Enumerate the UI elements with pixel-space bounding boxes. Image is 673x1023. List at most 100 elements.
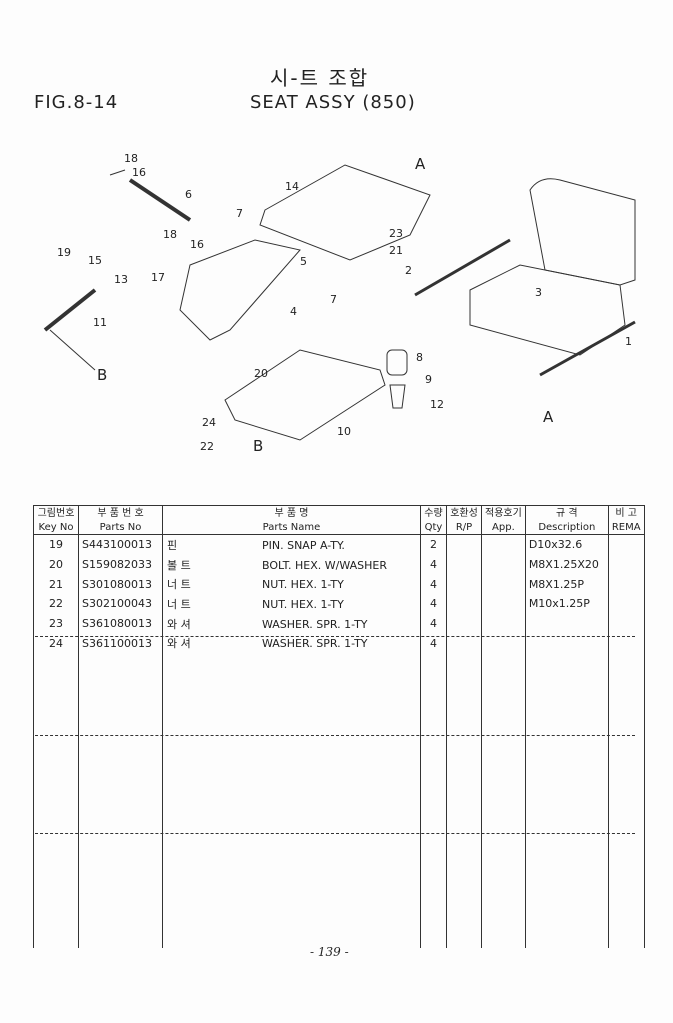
- figure-number: FIG.8-14: [34, 92, 119, 113]
- header-rema-kr: 비 고: [607, 505, 645, 520]
- header-app-kr: 적용호기: [481, 505, 526, 520]
- cell-name: [162, 672, 421, 693]
- seat-back: [529, 178, 636, 286]
- callout-A-right: A: [543, 408, 554, 426]
- cell-part_no: S159082033: [78, 554, 163, 575]
- cell-blank: [607, 731, 645, 752]
- cell-desc: [524, 790, 609, 811]
- divider: [35, 636, 635, 637]
- empty-row: [33, 790, 645, 811]
- empty-row: [33, 909, 645, 929]
- divider: [35, 833, 635, 834]
- cell-blank: [607, 594, 645, 614]
- cell-qty: 4: [420, 574, 447, 595]
- cell-desc: [524, 613, 609, 634]
- cell-qty: 4: [420, 594, 447, 614]
- cell-name: 와 셔 WASHER. SPR. 1-TY: [162, 613, 421, 634]
- title-english: SEAT ASSY (850): [250, 92, 416, 113]
- header-name: Parts Name: [162, 520, 421, 535]
- cell-qty: [420, 869, 447, 890]
- callout-19: 19: [57, 246, 71, 259]
- cell-desc: [524, 692, 609, 713]
- cell-blank: [481, 909, 526, 929]
- cell-qty: 4: [420, 554, 447, 575]
- header-partno: Parts No: [78, 520, 163, 535]
- cell-desc: [524, 731, 609, 752]
- cell-desc: [524, 909, 609, 929]
- cell-blank: [446, 672, 482, 693]
- rod-6: [128, 178, 192, 222]
- cell-qty: [420, 909, 447, 929]
- cell-desc: [524, 653, 609, 673]
- cell-name: [162, 909, 421, 929]
- header-name-kr: 부 품 명: [162, 505, 421, 520]
- cell-part_no: [78, 869, 163, 890]
- empty-row: [33, 928, 645, 949]
- exploded-diagram: [43, 164, 636, 441]
- cell-name: [162, 653, 421, 673]
- cell-qty: [420, 771, 447, 791]
- cell-desc: [524, 810, 609, 831]
- name-en: WASHER. SPR. 1-TY: [262, 617, 368, 631]
- header-rema: REMA: [607, 520, 645, 535]
- cell-blank: [446, 613, 482, 634]
- cell-blank: [481, 790, 526, 811]
- cell-blank: [607, 810, 645, 831]
- header-app: App.: [481, 520, 526, 535]
- callout-21: 21: [389, 244, 403, 257]
- cell-desc: M8X1.25X20: [524, 554, 609, 575]
- callout-B-left: B: [97, 366, 108, 384]
- cell-part_no: [78, 653, 163, 673]
- cell-qty: [420, 928, 447, 949]
- cell-blank: [481, 574, 526, 595]
- cell-qty: [420, 751, 447, 772]
- callout-11: 11: [93, 316, 107, 329]
- cell-blank: [607, 889, 645, 910]
- cell-blank: [446, 810, 482, 831]
- name-kr: 와 셔: [167, 617, 191, 631]
- cell-qty: [420, 850, 447, 870]
- cell-desc: [524, 850, 609, 870]
- cell-blank: [446, 850, 482, 870]
- callout-8: 8: [416, 351, 423, 364]
- callout-7: 7: [236, 207, 243, 220]
- cell-qty: [420, 731, 447, 752]
- cell-desc: [524, 672, 609, 693]
- callout-13: 13: [114, 273, 128, 286]
- cell-blank: [446, 790, 482, 811]
- header-qty-kr: 수량: [420, 505, 447, 520]
- callout-B: B: [253, 437, 264, 455]
- cell-blank: [446, 909, 482, 929]
- cell-key: [33, 771, 79, 791]
- cell-desc: M8X1.25P: [524, 574, 609, 595]
- cell-part_no: [78, 850, 163, 870]
- cell-blank: [607, 692, 645, 713]
- cell-blank: [481, 554, 526, 575]
- cell-desc: [524, 889, 609, 910]
- cell-qty: [420, 889, 447, 910]
- cell-key: [33, 751, 79, 772]
- callout-16b: 16: [190, 238, 204, 251]
- cell-key: [33, 653, 79, 673]
- callout-3: 3: [535, 286, 542, 299]
- cell-blank: [607, 830, 645, 850]
- cell-name: [162, 889, 421, 910]
- cell-qty: [420, 712, 447, 732]
- cell-blank: [607, 909, 645, 929]
- callout-22: 22: [200, 440, 214, 453]
- header-partno-kr: 부 품 번 호: [78, 505, 163, 520]
- cell-name: [162, 790, 421, 811]
- cell-desc: [524, 633, 609, 654]
- cell-blank: [607, 712, 645, 732]
- cell-part_no: [78, 751, 163, 772]
- cell-key: [33, 672, 79, 693]
- cell-blank: [481, 731, 526, 752]
- empty-row: [33, 751, 645, 772]
- cell-blank: [607, 928, 645, 949]
- header-rp-kr: 호환성: [446, 505, 482, 520]
